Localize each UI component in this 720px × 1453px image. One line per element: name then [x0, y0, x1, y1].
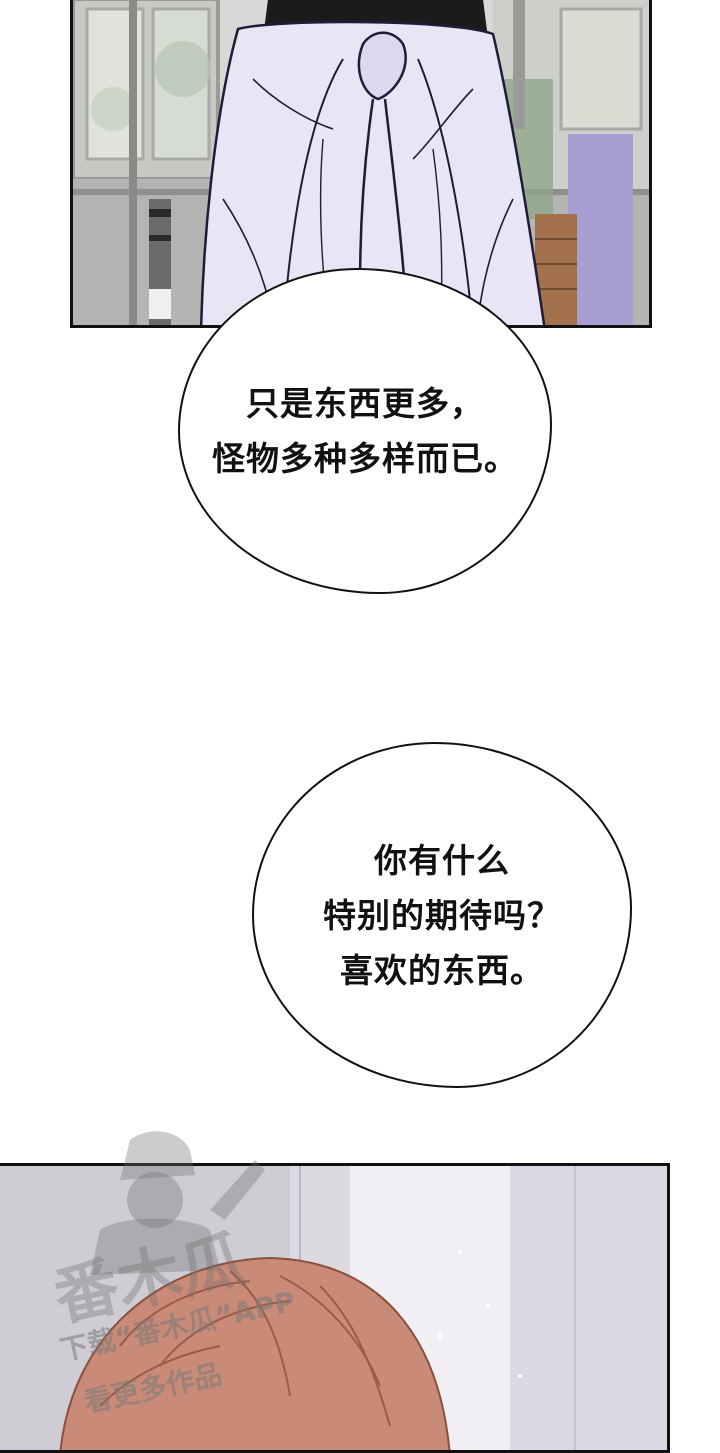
speech-bubble-1-text: 只是东西更多， 怪物多种多样而已。 [212, 376, 518, 486]
speech-bubble-2-text: 你有什么 特别的期待吗？ 喜欢的东西。 [323, 833, 561, 998]
speech-line: 只是东西更多， [246, 384, 484, 423]
bottom-comic-panel [0, 1163, 670, 1453]
speech-bubble-1: 只是东西更多， 怪物多种多样而已。 [178, 268, 552, 594]
speech-bubble-2: 你有什么 特别的期待吗？ 喜欢的东西。 [252, 742, 632, 1088]
watermark-mascot-icon: 番木瓜 [48, 1131, 265, 1336]
speech-line: 喜欢的东西。 [340, 950, 544, 990]
speech-line: 你有什么 [374, 840, 510, 880]
speech-line: 特别的期待吗？ [323, 895, 561, 935]
interior-scene-illustration [0, 1166, 667, 1450]
watermark: 番木瓜 下载“番木瓜”APP 看更多作品 [20, 1120, 420, 1440]
speech-line: 怪物多种多样而已。 [212, 439, 518, 478]
